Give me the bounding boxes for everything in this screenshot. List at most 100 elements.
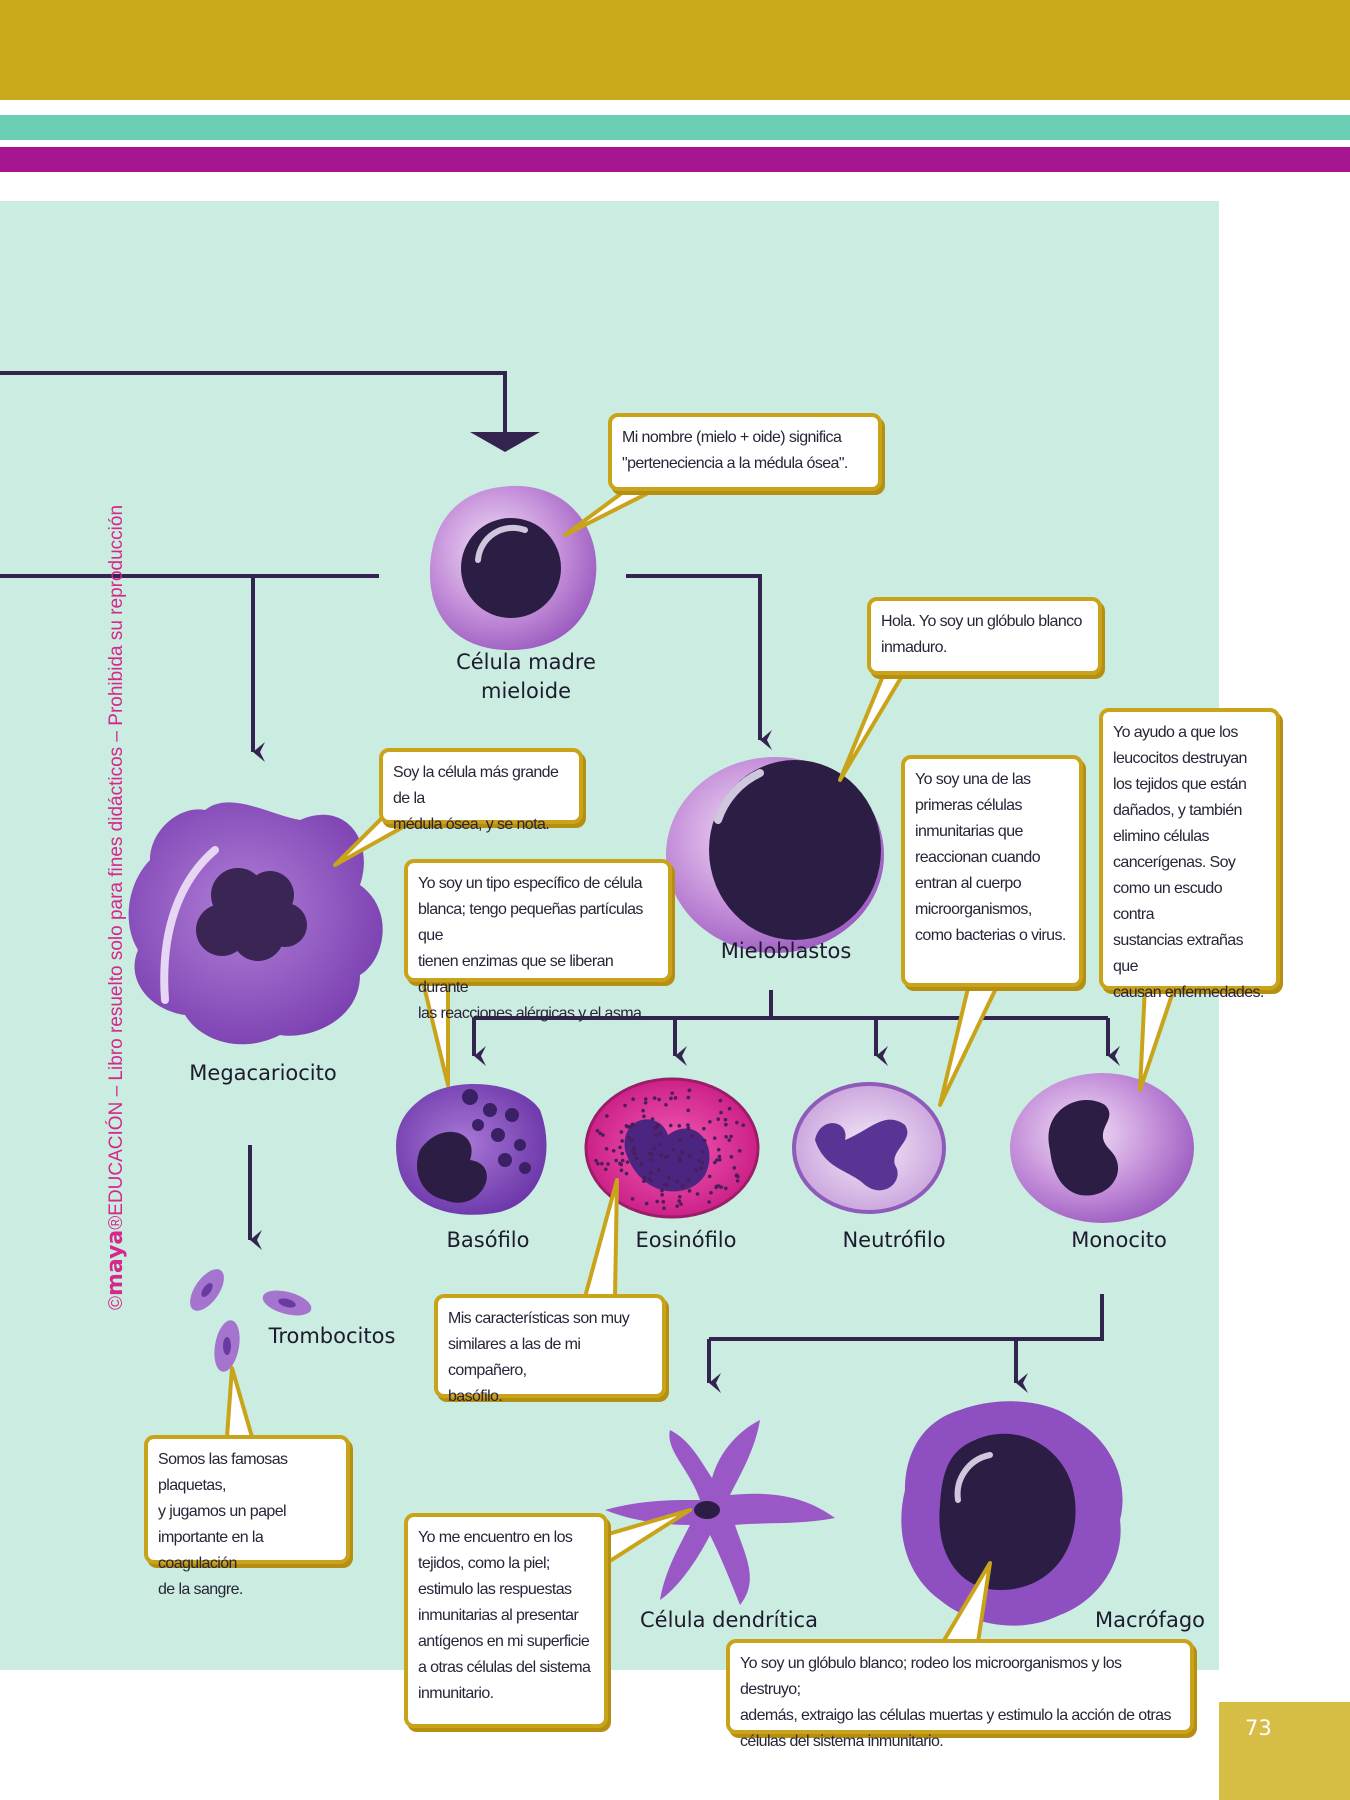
granule: [680, 1184, 685, 1188]
granule: [680, 1150, 684, 1155]
granule: [719, 1110, 723, 1115]
header-gold-band: [0, 0, 1350, 100]
celula-madre-cell: [429, 485, 597, 651]
granule: [687, 1189, 692, 1193]
label-basofilo: Basófilo: [446, 1228, 530, 1252]
callout-monocito: Yo ayudo a que los leucocitos destruyan …: [1099, 708, 1280, 1001]
granule: [639, 1162, 644, 1167]
granule: [641, 1108, 645, 1113]
granule: [656, 1168, 661, 1173]
granule: [686, 1123, 690, 1127]
granule: [623, 1103, 627, 1108]
megacariocito-cell: [128, 802, 383, 1045]
header-teal-band: [0, 115, 1350, 140]
granule: [659, 1153, 664, 1157]
granule: [614, 1158, 618, 1163]
granule: [718, 1157, 722, 1162]
granule: [624, 1124, 629, 1128]
granule: [656, 1123, 660, 1127]
granule: [625, 1160, 630, 1164]
granule: [677, 1199, 682, 1203]
granule: [724, 1122, 728, 1127]
granule: [690, 1134, 695, 1139]
granule: [660, 1192, 664, 1197]
granule: [687, 1088, 692, 1093]
line-monocito-split: [709, 1294, 1104, 1341]
granule: [671, 1147, 675, 1152]
granule: [598, 1131, 602, 1136]
granule: [650, 1117, 655, 1121]
label-mieloblastos: Mieloblastos: [720, 939, 852, 963]
granule: [595, 1128, 600, 1133]
connector-lines: [0, 371, 1120, 1393]
callout-eosinofilo: Mis características son muy similares a …: [434, 1294, 666, 1405]
granule: [632, 1151, 637, 1156]
granule: [619, 1168, 624, 1173]
label-celula-dendritica: Célula dendrítica: [640, 1608, 818, 1632]
granule: [718, 1098, 723, 1103]
basofilo-cell: [396, 1083, 547, 1215]
arrowhead: [470, 432, 540, 452]
granule: [630, 1197, 635, 1201]
granule: [678, 1137, 682, 1142]
granule: [707, 1200, 711, 1204]
granule: [647, 1177, 652, 1181]
granule: [702, 1126, 706, 1131]
granule: [712, 1136, 717, 1140]
label-celula-madre: Célula madre mieloide: [456, 650, 596, 703]
copyright-watermark: ©maya®EDUCACIÓN – Libro resuelto solo pa…: [103, 504, 128, 1310]
granule: [673, 1096, 678, 1100]
granule: [712, 1160, 717, 1165]
granule: [604, 1146, 609, 1151]
granule: [677, 1194, 682, 1199]
callout-mieloide: Mi nombre (mielo + oide) significa "pert…: [608, 413, 882, 491]
granule: [699, 1166, 703, 1171]
granule: [642, 1179, 646, 1184]
granule: [649, 1170, 653, 1175]
granule: [686, 1177, 691, 1182]
granule: [627, 1135, 631, 1140]
granule: [652, 1096, 657, 1100]
callout-mieloblasto: Hola. Yo soy un glóbulo blanco inmaduro.: [867, 597, 1102, 675]
granule: [741, 1123, 746, 1128]
granule: [662, 1206, 666, 1211]
maya-logo: maya: [103, 1229, 128, 1296]
granule: [601, 1133, 605, 1137]
callout-macrofago: Yo soy un glóbulo blanco; rodeo los micr…: [726, 1639, 1194, 1750]
granule: [732, 1166, 737, 1170]
granule: [649, 1157, 653, 1162]
granule: [631, 1149, 635, 1153]
celula-dendritica-cell: [605, 1420, 835, 1605]
granule: [737, 1149, 742, 1153]
granule: [650, 1152, 654, 1157]
line-mieloblasto-split: [474, 990, 1108, 1020]
label-macrofago: Macrófago: [1095, 1608, 1205, 1632]
label-trombocitos: Trombocitos: [268, 1324, 396, 1348]
granule: [694, 1168, 699, 1172]
granule: [727, 1138, 732, 1142]
granule: [663, 1155, 668, 1159]
granule: [716, 1147, 721, 1152]
granule: [653, 1133, 658, 1137]
granule: [624, 1171, 629, 1176]
callout-megacariocito: Soy la célula más grande de la médula ós…: [379, 748, 583, 833]
granule: [702, 1138, 707, 1143]
granule: [600, 1161, 604, 1166]
callout-neutrofilo: Yo soy una de las primeras células inmun…: [901, 755, 1083, 987]
granule: [652, 1146, 657, 1151]
granule: [707, 1174, 712, 1179]
granule: [620, 1158, 625, 1163]
granule: [677, 1156, 682, 1161]
mieloblasto-cell: [666, 757, 884, 953]
granule: [729, 1155, 734, 1159]
label-neutrofilo: Neutrófilo: [842, 1228, 946, 1252]
granule: [675, 1204, 680, 1208]
granule: [644, 1201, 649, 1206]
granule: [686, 1095, 691, 1100]
granule: [735, 1120, 739, 1125]
granule: [668, 1123, 673, 1128]
granule: [611, 1148, 616, 1153]
granule: [660, 1188, 664, 1193]
granule: [594, 1158, 598, 1163]
granule: [734, 1173, 739, 1177]
